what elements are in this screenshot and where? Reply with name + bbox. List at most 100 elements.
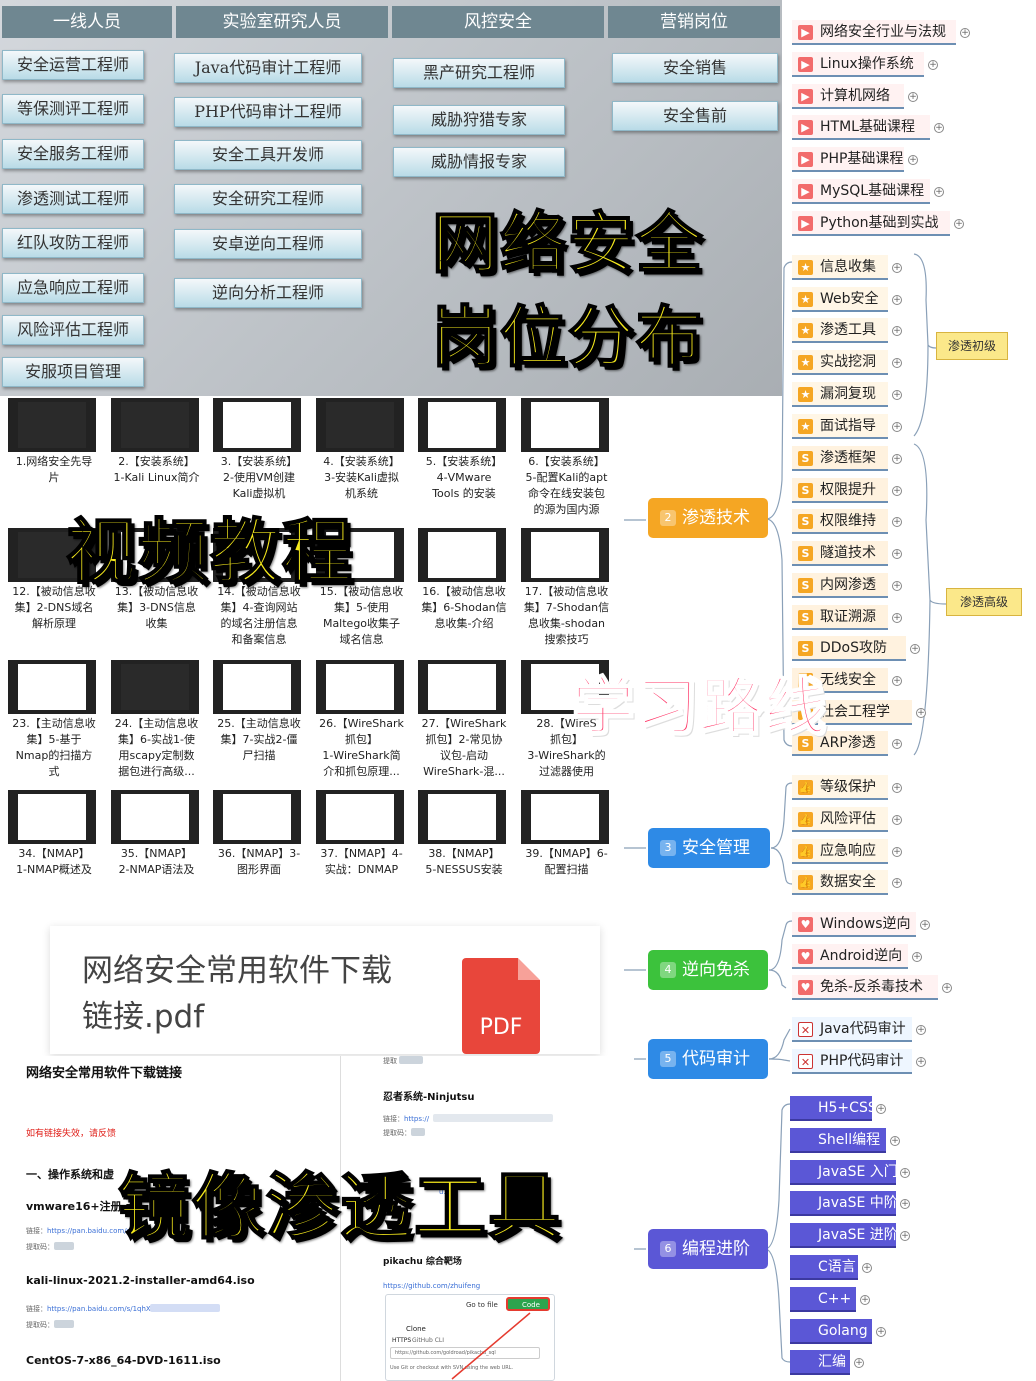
basics-node[interactable]: ▶Python基础到实战	[792, 210, 950, 236]
basics-node[interactable]: ▶网络安全行业与法规	[792, 20, 956, 45]
video-item[interactable]: 13.【被动信息收 集】3-DNS信息 收集	[107, 526, 207, 654]
pentest-basic-node[interactable]: ★信息收集	[792, 255, 888, 280]
expand-icon[interactable]: +	[910, 644, 920, 655]
programming-node[interactable]: H5+CSS	[790, 1096, 877, 1121]
expand-icon[interactable]: +	[892, 739, 902, 750]
management-node[interactable]: 👍数据安全	[792, 870, 888, 896]
expand-icon[interactable]: +	[934, 187, 944, 197]
reverse-node[interactable]: ♥免杀-反杀毒技术	[792, 975, 938, 1001]
github-cli-tab[interactable]: GitHub CLI	[412, 1337, 445, 1344]
programming-node[interactable]: Shell编程	[790, 1127, 886, 1153]
github-goto-file[interactable]: Go to file	[466, 1301, 498, 1309]
basics-node[interactable]: ▶Linux操作系统	[792, 51, 924, 77]
expand-icon[interactable]: +	[900, 1167, 910, 1178]
expand-icon[interactable]: +	[892, 549, 902, 560]
expand-icon[interactable]: +	[892, 517, 902, 528]
category-reverse-av[interactable]: 4 逆向免杀	[648, 950, 768, 990]
programming-node[interactable]: 汇编	[790, 1350, 850, 1376]
video-item[interactable]: 5.【安装系统】 4-VMware Tools 的安装	[414, 396, 514, 524]
expand-icon[interactable]: +	[900, 1231, 910, 1242]
expand-icon[interactable]: +	[900, 1199, 910, 1210]
expand-icon[interactable]: +	[916, 1025, 926, 1035]
expand-icon[interactable]: +	[892, 783, 902, 793]
video-item[interactable]: 14.【被动信息收 集】4-查询网站 的域名注册信息 和备案信息	[209, 526, 309, 654]
expand-icon[interactable]: +	[892, 263, 902, 273]
pentest-basic-node[interactable]: ★漏洞复现	[792, 381, 888, 407]
category-security-management[interactable]: 3 安全管理	[648, 828, 770, 868]
video-item[interactable]: 6.【安装系统】 5-配置Kali的apt 命令在线安装包 的源为国内源	[517, 396, 617, 524]
video-item[interactable]: 3.【安装系统】 2-使用VM创建 Kali虚拟机	[209, 396, 309, 524]
pentest-basic-node[interactable]: ★实战挖洞	[792, 350, 888, 376]
expand-icon[interactable]: +	[892, 358, 902, 369]
expand-icon[interactable]: +	[854, 1358, 864, 1369]
video-item[interactable]: 34.【NMAP】 1-NMAP概述及	[4, 788, 104, 888]
doc-link-pikachu[interactable]: https://github.com/zhuifeng	[383, 1282, 481, 1290]
expand-icon[interactable]: +	[892, 580, 902, 591]
video-item[interactable]: 4.【安装系统】 3-安装Kali虚拟 机系统	[312, 396, 412, 524]
video-item[interactable]: 39.【NMAP】6- 配置扫描	[517, 788, 617, 888]
expand-icon[interactable]: +	[954, 218, 964, 229]
video-item[interactable]: 27.【WireShark 抓包】2-常见协 议包-启动 WireShark-混…	[414, 658, 514, 786]
management-node[interactable]: 👍等级保护	[792, 775, 888, 800]
expand-icon[interactable]: +	[960, 28, 970, 38]
expand-icon[interactable]: +	[908, 91, 918, 102]
expand-icon[interactable]: +	[892, 389, 902, 400]
doc-link-ninjutsu[interactable]: https://	[404, 1115, 430, 1123]
pentest-basic-node[interactable]: ★面试指导	[792, 413, 888, 439]
video-item[interactable]: 17.【被动信息收 集】7-Shodan信 息收集-shodan 搜索技巧	[517, 526, 617, 654]
expand-icon[interactable]: +	[892, 421, 902, 432]
expand-icon[interactable]: +	[892, 878, 902, 889]
category-programming[interactable]: 6 编程进阶	[648, 1229, 768, 1269]
video-item[interactable]: 2.【安装系统】 1-Kali Linux简介	[107, 396, 207, 524]
video-item[interactable]: 16.【被动信息收 集】6-Shodan信 息收集-介绍	[414, 526, 514, 654]
expand-icon[interactable]: +	[892, 485, 902, 496]
expand-icon[interactable]: +	[916, 707, 926, 718]
video-item[interactable]: 12.【被动信息收 集】2-DNS域名 解析原理	[4, 526, 104, 654]
audit-node[interactable]: ✕PHP代码审计	[792, 1048, 912, 1074]
video-item[interactable]: 1.网络安全先导 片	[4, 396, 104, 524]
programming-node[interactable]: JavaSE 进阶	[790, 1223, 898, 1249]
programming-node[interactable]: JavaSE 入门	[790, 1159, 898, 1185]
expand-icon[interactable]: +	[892, 675, 902, 686]
video-item[interactable]: 25.【主动信息收 集】7-实战2-僵 尸扫描	[209, 658, 309, 786]
pdf-file-card[interactable]: 网络安全常用软件下载链接.pdf PDF	[50, 926, 600, 1054]
video-item[interactable]: 24.【主动信息收 集】6-实战1-使 用scapy定制数 据包进行高级...	[107, 658, 207, 786]
reverse-node[interactable]: ♥Windows逆向	[792, 912, 916, 937]
expand-icon[interactable]: +	[890, 1135, 900, 1146]
expand-icon[interactable]: +	[892, 326, 902, 337]
basics-node[interactable]: ▶计算机网络	[792, 83, 904, 109]
expand-icon[interactable]: +	[892, 814, 902, 825]
doc-link-fragment[interactable]: u.cn/	[439, 1188, 457, 1196]
pentest-basic-node[interactable]: ★渗透工具	[792, 318, 888, 344]
github-code-button[interactable]: Code	[506, 1297, 550, 1311]
doc-link-kali[interactable]: https://pan.baidu.com/s/1qhXm	[47, 1305, 158, 1313]
expand-icon[interactable]: +	[860, 1294, 870, 1305]
programming-node[interactable]: C语言	[790, 1255, 858, 1280]
management-node[interactable]: 👍风险评估	[792, 806, 888, 832]
expand-icon[interactable]: +	[928, 59, 938, 70]
management-node[interactable]: 👍应急响应	[792, 838, 888, 864]
doc-link-vmware[interactable]: https://pan.baidu.com/s/	[47, 1227, 133, 1235]
video-item[interactable]: 37.【NMAP】4- 实战：DNMAP	[312, 788, 412, 888]
video-item[interactable]: 23.【主动信息收 集】5-基于 Nmap的扫描方 式	[4, 658, 104, 786]
video-item[interactable]: 35.【NMAP】 2-NMAP语法及	[107, 788, 207, 888]
expand-icon[interactable]: +	[942, 983, 952, 994]
github-url-field[interactable]: https://github.com/goldroad/pikachu_sql	[390, 1347, 540, 1359]
expand-icon[interactable]: +	[876, 1326, 886, 1337]
expand-icon[interactable]: +	[892, 454, 902, 464]
expand-icon[interactable]: +	[934, 123, 944, 134]
expand-icon[interactable]: +	[892, 612, 902, 623]
video-item[interactable]: 15.【被动信息收 集】5-使用 Maltego收集子 域名信息	[312, 526, 412, 654]
expand-icon[interactable]: +	[892, 846, 902, 857]
programming-node[interactable]: Golang	[790, 1318, 872, 1344]
basics-node[interactable]: ▶HTML基础课程	[792, 115, 930, 141]
reverse-node[interactable]: ♥Android逆向	[792, 943, 908, 969]
